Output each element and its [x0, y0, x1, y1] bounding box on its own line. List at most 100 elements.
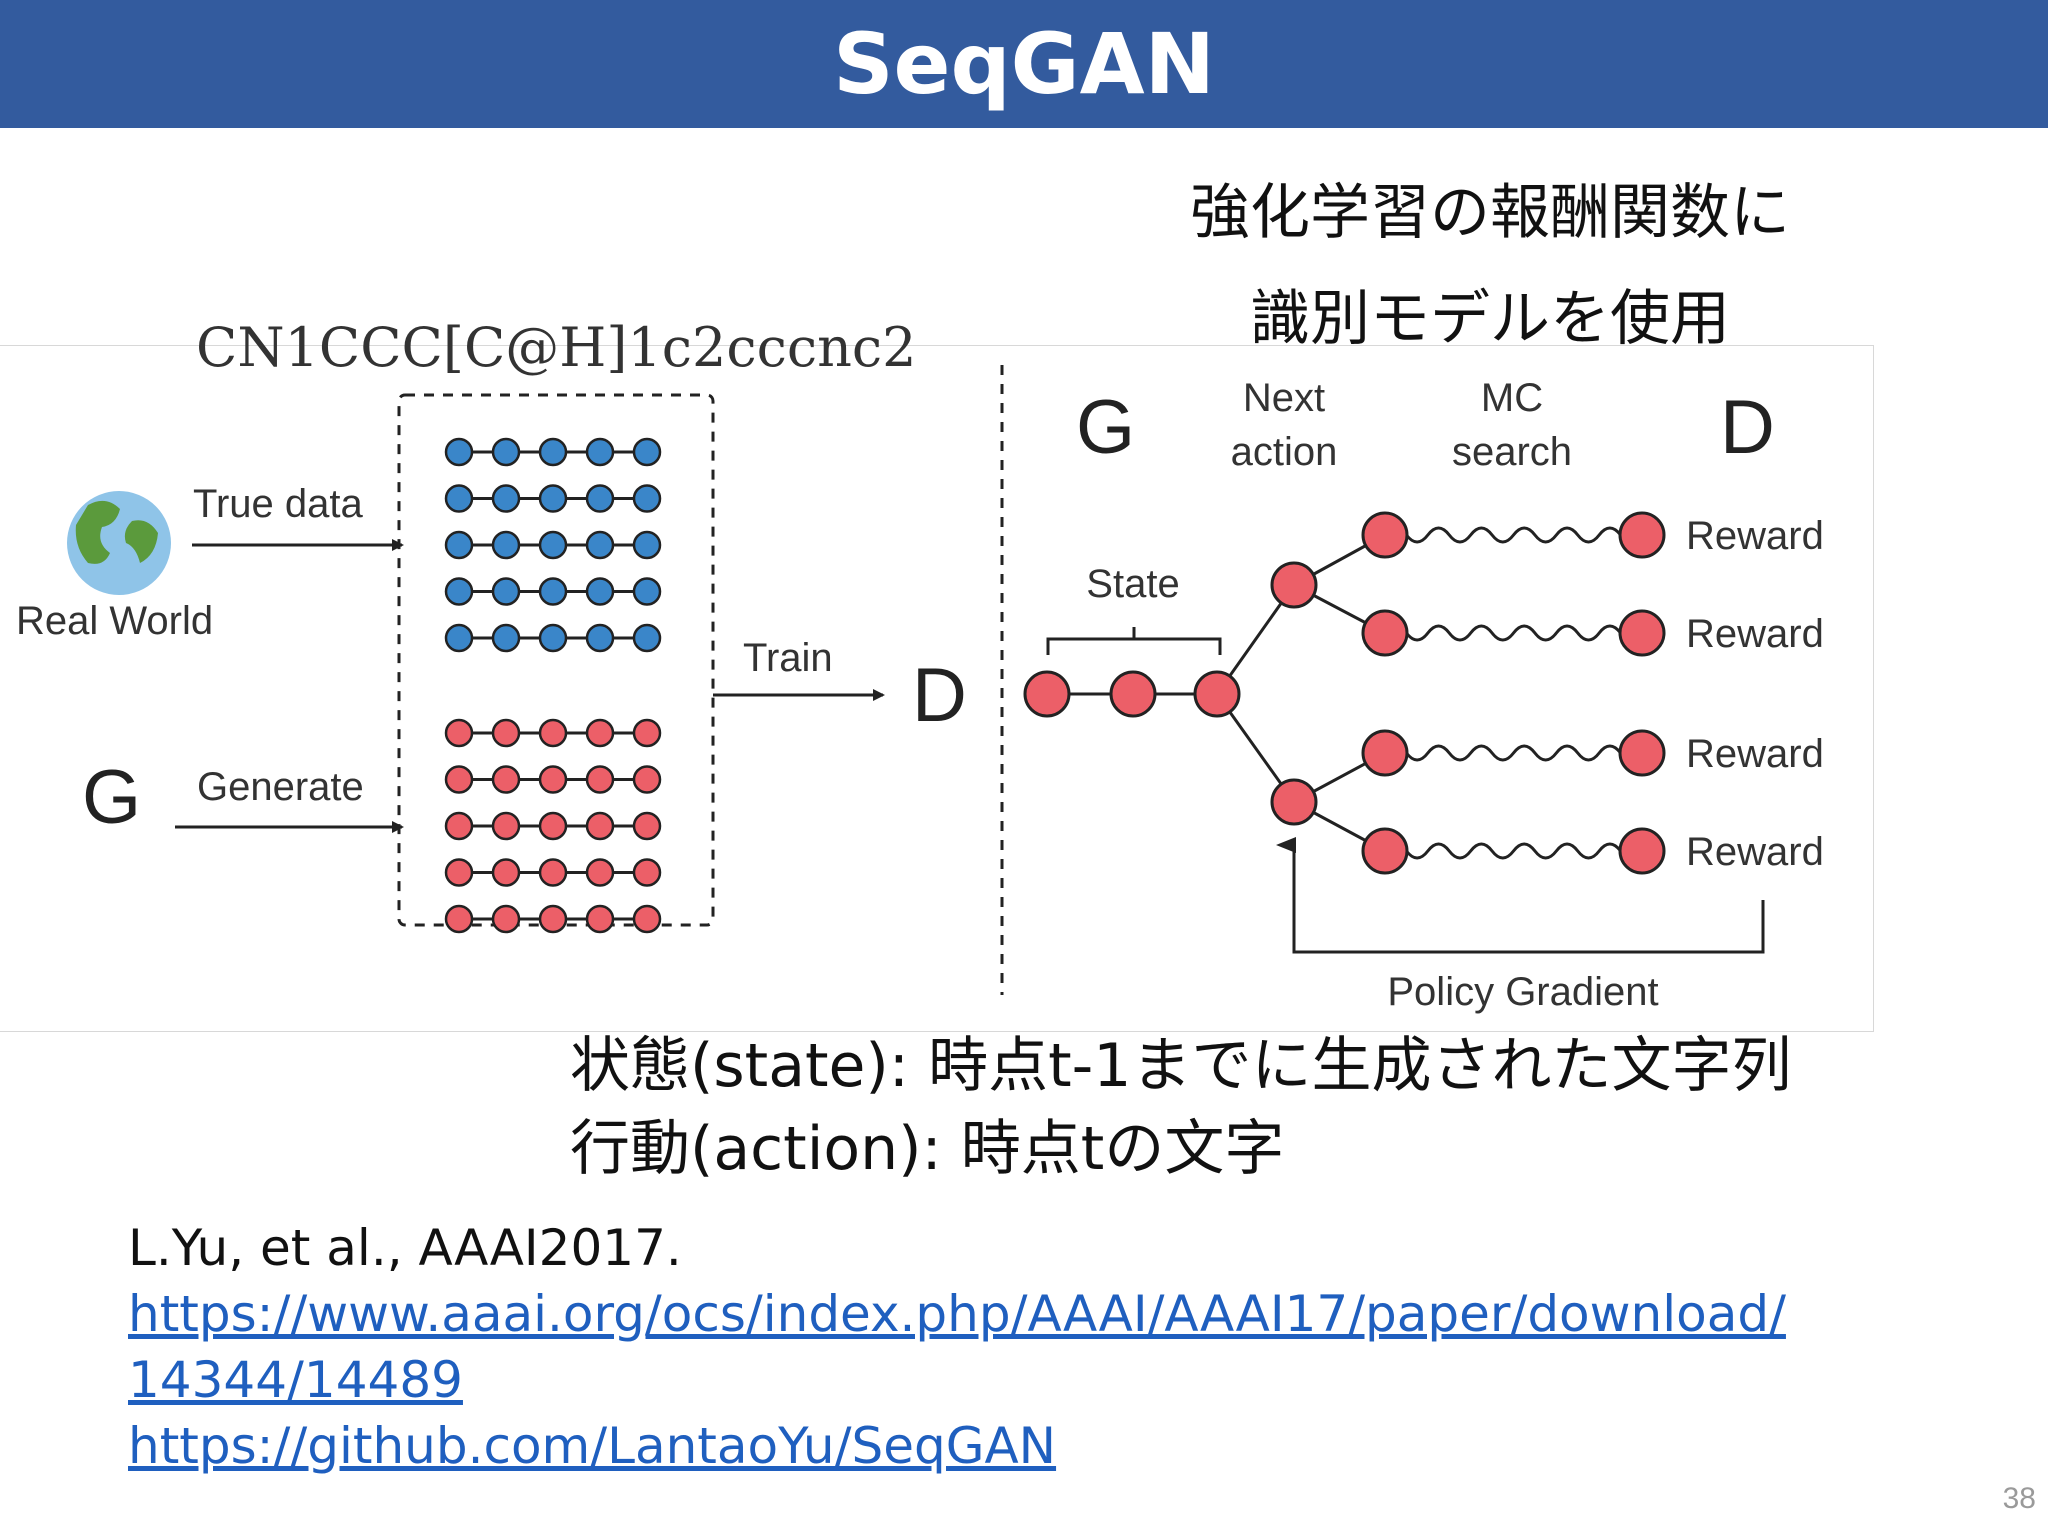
real-sequence-node: [491, 484, 521, 513]
generated-sequence-node: [632, 765, 662, 794]
generated-sequence-node: [585, 718, 615, 748]
mc-search-wave: [1383, 842, 1644, 860]
reward-label-2: Reward: [1686, 612, 1824, 656]
page-number: 38: [2002, 1482, 2036, 1515]
real-sequence-node: [444, 484, 474, 513]
generated-sequence-node: [632, 811, 662, 841]
real-sequence-node: [585, 577, 615, 606]
real-sequence-node: [444, 623, 474, 653]
top-note-line-1: 強化学習の報酬関数に: [1190, 178, 1790, 248]
real-sequence-node: [632, 530, 662, 560]
tree-node: [1361, 511, 1409, 559]
real-sequence-node: [632, 577, 662, 606]
generated-sequence-node: [585, 858, 615, 887]
generated-sequence-node: [491, 811, 521, 841]
figure-frame: [0, 345, 1874, 1032]
generated-sequence-node: [491, 858, 521, 887]
mc-search-wave: [1383, 744, 1644, 762]
real-sequence-node: [538, 623, 568, 653]
github-link[interactable]: https://github.com/LantaoYu/SeqGAN: [128, 1417, 1057, 1475]
generated-sequence-node: [444, 811, 474, 841]
real-sequence-node: [538, 437, 568, 467]
real-sequence-node: [491, 437, 521, 467]
state-label: State: [1086, 562, 1179, 606]
tree-node: [1361, 609, 1409, 657]
tree-node: [1361, 729, 1409, 777]
real-sequence-node: [585, 437, 615, 467]
real-sequence-node: [632, 484, 662, 513]
real-sequence-node: [538, 484, 568, 513]
train-label: Train: [743, 636, 833, 680]
globe-land-east: [124, 520, 158, 563]
real-sequence-node: [585, 530, 615, 560]
true-data-label: True data: [193, 482, 363, 526]
real-sequence-node: [538, 577, 568, 606]
discriminator-right-label: D: [1720, 385, 1775, 470]
generated-sequence-node: [538, 765, 568, 794]
tree-node: [1193, 670, 1241, 718]
state-definition: 状態(state): 時点t-1までに生成された文字列: [570, 1031, 1792, 1101]
real-sequence-node: [491, 530, 521, 560]
generated-sequence-node: [585, 811, 615, 841]
generated-sequence-node: [632, 904, 662, 934]
tree-node: [1270, 561, 1318, 609]
generated-sequence-node: [538, 858, 568, 887]
real-sequences: [444, 437, 662, 653]
mc-search-wave: [1383, 526, 1644, 544]
real-sequence-node: [538, 530, 568, 560]
generated-sequence-node: [491, 904, 521, 934]
generated-sequence-node: [632, 858, 662, 887]
generated-sequence-node: [538, 718, 568, 748]
policy-gradient-label: Policy Gradient: [1387, 970, 1658, 1014]
tree-nodes: [1023, 511, 1666, 875]
generated-sequence-node: [585, 904, 615, 934]
paper-link-line-1: https://www.aaai.org/ocs/index.php/AAAI/…: [128, 1285, 1786, 1343]
tree-node: [1109, 670, 1157, 718]
generated-sequence-node: [538, 811, 568, 841]
references: L.Yu, et al., AAAI2017. https://www.aaai…: [128, 1215, 1786, 1479]
real-sequence-node: [491, 623, 521, 653]
tree-node: [1618, 729, 1666, 777]
globe-icon: [67, 491, 171, 595]
generate-label: Generate: [197, 765, 364, 809]
tree-node: [1361, 827, 1409, 875]
seqgan-diagram: Real World True data G Generate Train D …: [16, 365, 1824, 1014]
data-box: [397, 393, 715, 927]
generated-sequences: [444, 718, 662, 934]
action-definition: 行動(action): 時点tの文字: [570, 1114, 1285, 1184]
generator-right-label: G: [1076, 385, 1135, 470]
reward-label-4: Reward: [1686, 830, 1824, 874]
tree-node: [1270, 778, 1318, 826]
smiles-string: CN1CCC[C@H]1c2cccnc2: [196, 316, 917, 379]
reward-label-3: Reward: [1686, 732, 1824, 776]
generated-sequence-node: [632, 718, 662, 748]
policy-gradient-arrow: [1276, 837, 1765, 954]
mc-search-label-1: MC: [1481, 376, 1543, 420]
real-sequence-node: [491, 577, 521, 606]
paper-link-line-2: 14344/14489: [128, 1351, 463, 1409]
reward-label-1: Reward: [1686, 514, 1824, 558]
title-bar: SeqGAN: [0, 0, 2048, 128]
generated-sequence-node: [444, 858, 474, 887]
generated-sequence-node: [444, 718, 474, 748]
real-sequence-node: [585, 623, 615, 653]
paper-link[interactable]: https://www.aaai.org/ocs/index.php/AAAI/…: [128, 1281, 1786, 1413]
real-sequence-node: [632, 437, 662, 467]
discriminator-left-label: D: [912, 653, 967, 738]
generated-sequence-node: [491, 718, 521, 748]
tree-node: [1618, 609, 1666, 657]
real-world-label: Real World: [16, 599, 213, 643]
state-bracket: [1046, 627, 1222, 655]
real-sequence-node: [444, 530, 474, 560]
next-action-label-2: action: [1231, 430, 1338, 474]
generated-sequence-node: [444, 904, 474, 934]
mc-search-wave: [1383, 624, 1644, 642]
real-sequence-node: [444, 577, 474, 606]
real-sequence-node: [444, 437, 474, 467]
mc-search-waves: [1383, 526, 1644, 860]
mc-search-label-2: search: [1452, 430, 1572, 474]
generator-left-label: G: [82, 755, 141, 840]
tree-node: [1618, 511, 1666, 559]
top-note: 強化学習の報酬関数に 識別モデルを使用: [1110, 160, 1870, 372]
real-sequence-node: [632, 623, 662, 653]
